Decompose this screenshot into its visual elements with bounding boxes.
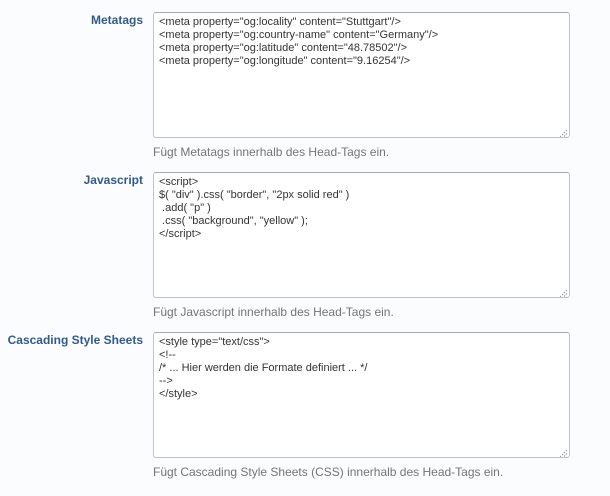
- css-field-main: Fügt Cascading Style Sheets (CSS) innerh…: [153, 332, 610, 479]
- css-help-text: Fügt Cascading Style Sheets (CSS) innerh…: [153, 465, 504, 479]
- javascript-textarea-wrap: [153, 172, 570, 298]
- head-tags-form: Metatags Fügt Metatags innerhalb des Hea…: [0, 12, 610, 479]
- metatags-help-text: Fügt Metatags innerhalb des Head-Tags ei…: [153, 145, 390, 159]
- javascript-help-text: Fügt Javascript innerhalb des Head-Tags …: [153, 305, 394, 319]
- css-label: Cascading Style Sheets: [7, 333, 143, 347]
- metatags-field-main: Fügt Metatags innerhalb des Head-Tags ei…: [153, 12, 610, 159]
- resize-grip-icon[interactable]: [557, 445, 568, 458]
- metatags-textarea[interactable]: [153, 12, 570, 138]
- css-textarea[interactable]: [153, 332, 570, 458]
- field-row-javascript: Javascript Fügt Javascript innerhalb des…: [0, 172, 610, 319]
- javascript-field-main: Fügt Javascript innerhalb des Head-Tags …: [153, 172, 610, 319]
- javascript-label: Javascript: [83, 173, 143, 187]
- resize-grip-icon[interactable]: [557, 125, 568, 138]
- field-row-metatags: Metatags Fügt Metatags innerhalb des Hea…: [0, 12, 610, 159]
- metatags-label: Metatags: [90, 13, 143, 27]
- field-row-css: Cascading Style Sheets Fügt Cascading St…: [0, 332, 610, 479]
- resize-grip-icon[interactable]: [557, 285, 568, 298]
- javascript-textarea[interactable]: [153, 172, 570, 298]
- metatags-textarea-wrap: [153, 12, 570, 138]
- css-textarea-wrap: [153, 332, 570, 458]
